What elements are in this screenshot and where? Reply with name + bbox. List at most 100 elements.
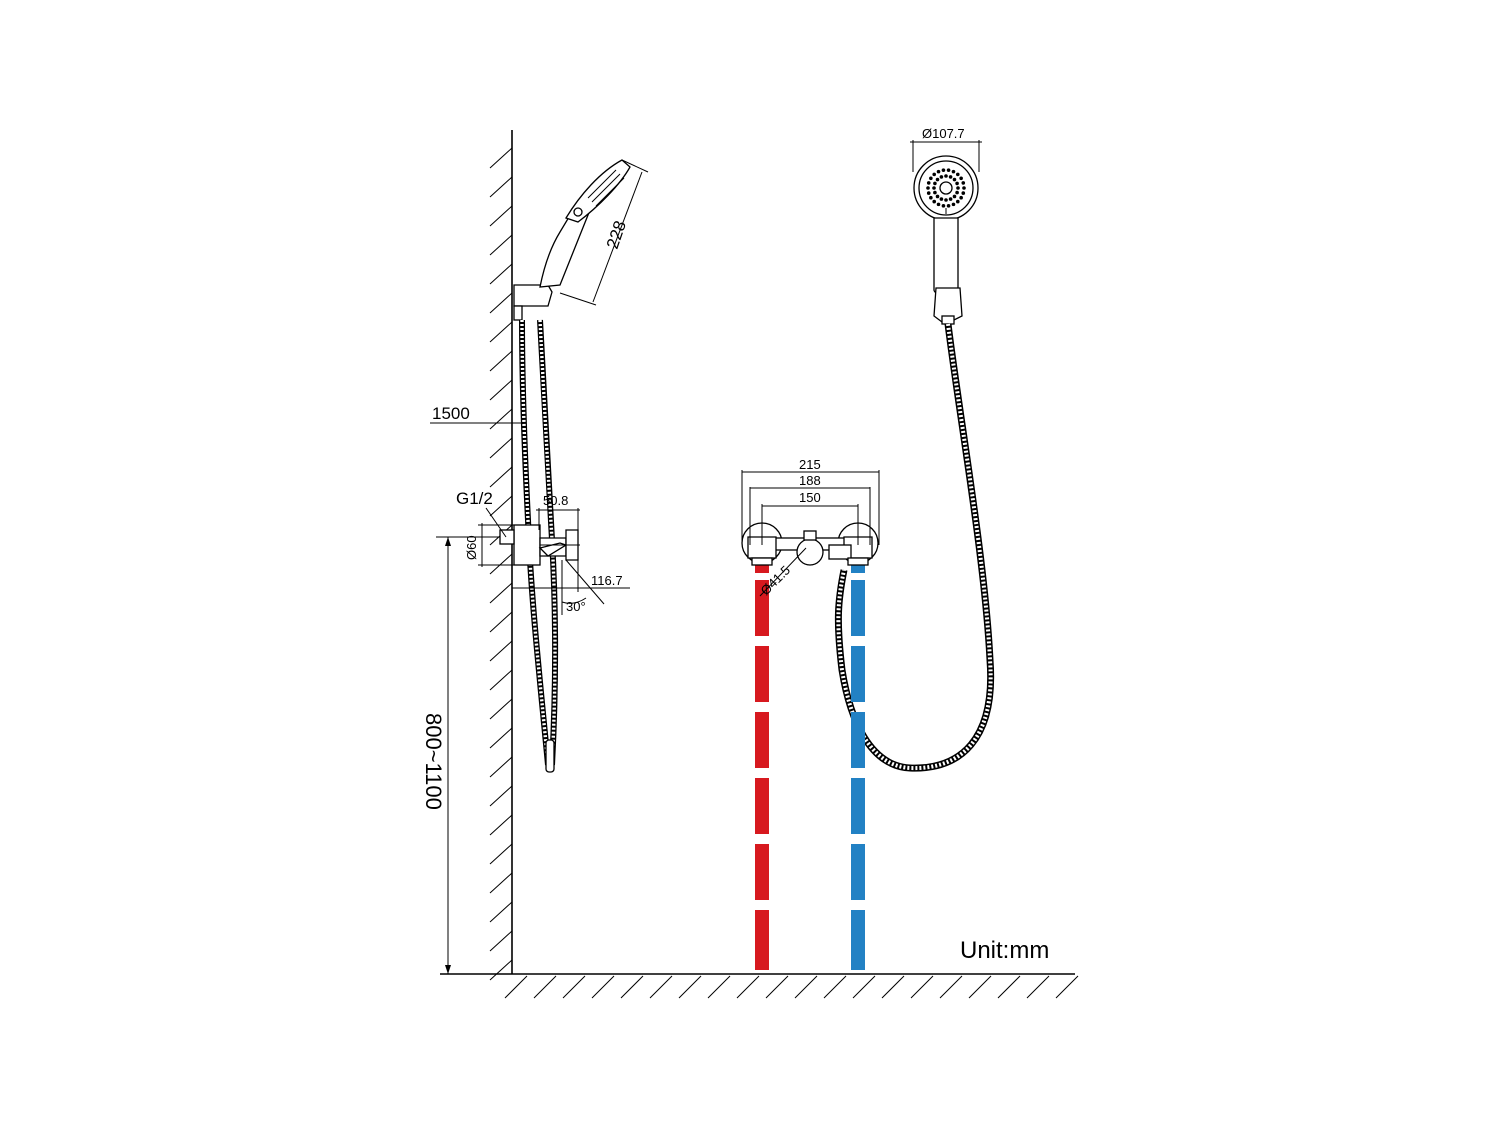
hatch-line: [489, 901, 513, 923]
nozzle: [933, 190, 937, 195]
nozzle: [956, 186, 960, 190]
hatch-line: [765, 975, 789, 999]
hatch-line: [504, 975, 528, 999]
hatch-line: [794, 975, 818, 999]
side-mixer: [499, 524, 580, 566]
hatch-line: [489, 959, 513, 981]
nozzle: [926, 181, 931, 185]
nozzle: [959, 195, 963, 200]
nozzle: [939, 175, 944, 179]
dim-flange-diameter: Ø60: [464, 523, 514, 567]
hatch-line: [852, 975, 876, 999]
hatch-line: [489, 669, 513, 691]
hatch-line: [489, 930, 513, 952]
hatch-line: [489, 872, 513, 894]
hatch-line: [489, 466, 513, 488]
nozzle: [932, 186, 936, 190]
hatch-line: [939, 975, 963, 999]
floor: [440, 973, 1079, 999]
hatch-line: [562, 975, 586, 999]
hatch-line: [620, 975, 644, 999]
head-diameter-label: Ø107.7: [922, 126, 965, 141]
nozzle: [929, 195, 933, 200]
side-handshower: [513, 159, 631, 321]
nozzle: [941, 168, 946, 172]
nozzle: [948, 175, 953, 179]
width-outer-label: 215: [799, 457, 821, 472]
nozzle: [932, 172, 937, 177]
nozzle: [944, 174, 948, 178]
hatch-line: [489, 756, 513, 778]
nozzle: [951, 202, 956, 207]
hatch-line: [489, 350, 513, 372]
flange-diameter-label: Ø60: [464, 535, 479, 560]
nozzle: [955, 190, 959, 195]
nozzle: [933, 181, 937, 186]
wall: [489, 130, 513, 981]
hatch-line: [533, 975, 557, 999]
hatch-line: [489, 234, 513, 256]
offset-label: 50.8: [543, 493, 568, 508]
dim-offset: 50.8: [536, 493, 580, 530]
hatch-line: [489, 205, 513, 227]
hatch-line: [1026, 975, 1050, 999]
nozzle: [946, 168, 951, 172]
nozzle: [939, 197, 944, 201]
nozzle: [959, 176, 963, 181]
hatch-line: [881, 975, 905, 999]
hatch-line: [489, 698, 513, 720]
hatch-line: [489, 437, 513, 459]
angle-label: 30°: [566, 599, 586, 614]
hatch-line: [489, 176, 513, 198]
dim-head-diameter: Ø107.7: [910, 126, 982, 172]
nozzle: [929, 176, 933, 181]
hatch-line: [489, 814, 513, 836]
nozzle: [961, 191, 966, 195]
nozzle: [952, 177, 957, 182]
hatch-line: [823, 975, 847, 999]
nozzle: [944, 198, 948, 202]
nozzle: [955, 172, 960, 177]
hatch-line: [489, 785, 513, 807]
hatch-line: [678, 975, 702, 999]
hatch-line: [1055, 975, 1079, 999]
front-hose: [834, 323, 995, 772]
hatch-line: [489, 582, 513, 604]
hot-pipe: [755, 565, 769, 970]
hatch-line: [968, 975, 992, 999]
dim-angle: 30°: [561, 559, 605, 615]
nozzle: [955, 199, 960, 204]
hatch-line: [489, 147, 513, 169]
nozzle: [955, 181, 959, 186]
nozzle: [948, 197, 953, 201]
projection-label: 116.7: [591, 573, 623, 588]
width-inner-label: 150: [799, 490, 821, 505]
nozzle: [961, 181, 966, 185]
hatch-line: [489, 611, 513, 633]
nozzle: [932, 199, 937, 204]
hatch-line: [997, 975, 1021, 999]
dim-height-range: 800~1100: [421, 536, 500, 974]
nozzle: [926, 191, 931, 195]
hatch-line: [489, 640, 513, 662]
front-handshower: [913, 155, 979, 325]
nozzle: [941, 204, 946, 208]
hatch-line: [707, 975, 731, 999]
nozzle: [935, 177, 940, 182]
hatch-line: [736, 975, 760, 999]
unit-label: Unit:mm: [960, 937, 1049, 964]
nozzle: [951, 169, 956, 174]
floor-hatch: [504, 975, 1079, 999]
nozzle: [962, 186, 966, 190]
wall-hatch: [489, 147, 513, 981]
hatch-line: [489, 843, 513, 865]
nozzle: [946, 204, 951, 208]
cold-pipe: [851, 565, 865, 970]
hatch-line: [489, 379, 513, 401]
nozzle: [936, 169, 941, 174]
handshower-length-label: 228: [603, 218, 630, 251]
nozzle: [935, 194, 940, 199]
hatch-line: [489, 263, 513, 285]
height-total-label: 1500: [432, 404, 470, 423]
